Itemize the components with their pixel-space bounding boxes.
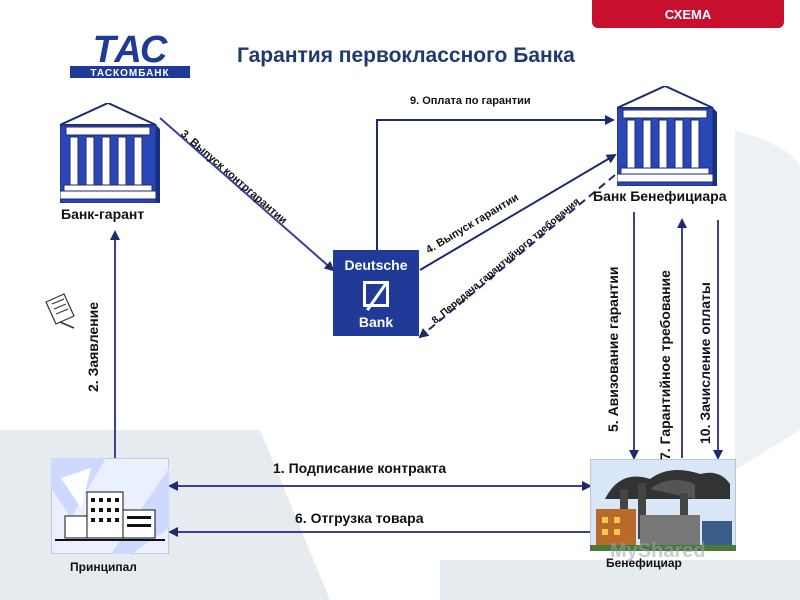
step-2-label: 2. Заявление	[85, 301, 101, 392]
step-6-label: 6. Отгрузка товара	[295, 510, 424, 526]
taskombank-logo: ТАС ТАСКОМБАНК	[66, 30, 194, 80]
step-5-label: 5. Авизование гарантии	[605, 266, 621, 432]
page-title: Гарантия первоклассного Банка	[237, 44, 575, 67]
svg-text:ТАС: ТАС	[93, 30, 168, 71]
step-7-label: 7. Гарантийное требование	[657, 270, 673, 460]
beneficiary-bank-icon	[617, 86, 717, 186]
step-9-label: 9. Оплата по гарантии	[410, 95, 531, 107]
beneficiary-bank-label: Банк Бенефициара	[593, 188, 727, 204]
watermark: MyShared	[610, 540, 706, 562]
step-10-label: 10. Зачисление оплаты	[697, 282, 713, 444]
beneficiary-icon	[590, 459, 736, 551]
deutsche-bank-line1: Deutsche	[344, 257, 408, 273]
guarantor-bank-icon	[60, 103, 160, 203]
deutsche-bank-logo-icon	[363, 280, 389, 307]
step-1-label: 1. Подписание контракта	[273, 460, 447, 476]
arrow-step-9	[376, 115, 615, 250]
principal-label: Принципал	[70, 560, 137, 574]
document-icon	[45, 293, 75, 329]
deutsche-bank-node: Deutsche Bank	[333, 250, 419, 336]
guarantor-bank-label: Банк-гарант	[61, 206, 145, 222]
arrow-step-4	[419, 153, 617, 271]
beneficiary-label: Бенефициар	[606, 556, 682, 570]
arrow-step-3	[159, 117, 335, 272]
principal-icon	[51, 458, 169, 554]
deutsche-bank-line2: Bank	[358, 314, 394, 330]
arrow-step-8	[418, 174, 616, 339]
scheme-tab[interactable]: СХЕМА	[592, 0, 784, 28]
svg-text:ТАСКОМБАНК: ТАСКОМБАНК	[90, 68, 169, 79]
